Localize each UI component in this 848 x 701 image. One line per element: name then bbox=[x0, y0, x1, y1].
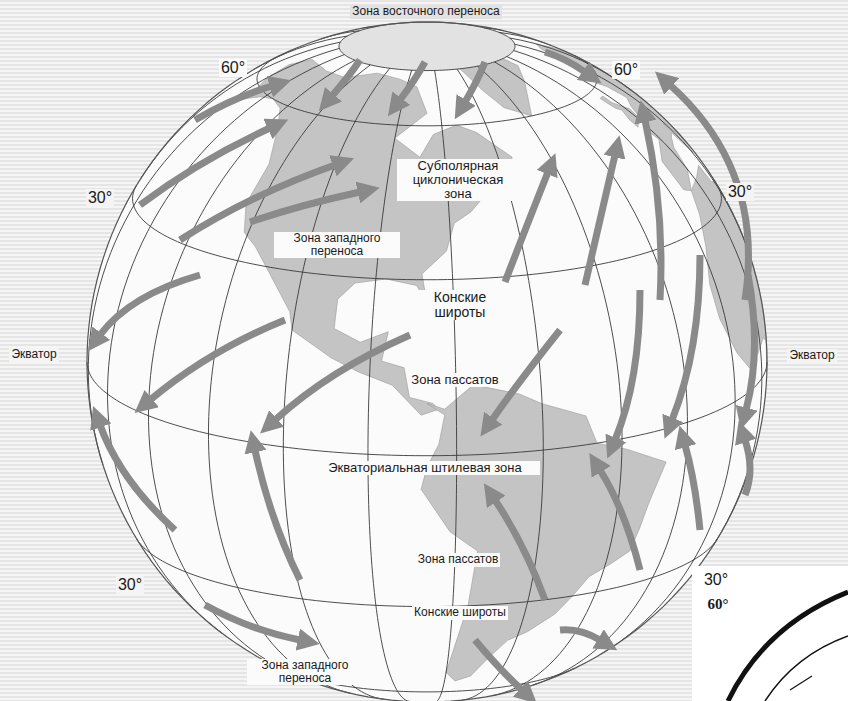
inset-arrow bbox=[790, 676, 812, 690]
wind-arrow bbox=[645, 120, 661, 300]
zone-label: Зона восточного переноса bbox=[350, 5, 501, 18]
globe-sea bbox=[87, 22, 767, 701]
grid-line bbox=[499, 32, 551, 45]
wind-arrow bbox=[685, 445, 700, 530]
wind-arrow bbox=[495, 500, 545, 600]
inset-curve bbox=[765, 636, 848, 701]
zone-label: Зона западного переноса bbox=[247, 659, 363, 685]
continent bbox=[421, 385, 666, 681]
wind-arrow bbox=[332, 60, 360, 96]
grid-line bbox=[141, 42, 341, 179]
zone-label: Зона западного переноса bbox=[274, 232, 400, 258]
wind-arrow bbox=[195, 86, 272, 120]
wind-arrow bbox=[492, 330, 560, 420]
wind-arrow bbox=[746, 275, 755, 410]
wind-arrow bbox=[400, 62, 425, 100]
wind-arrow bbox=[100, 275, 200, 335]
latitude-label: 30° bbox=[702, 571, 730, 589]
grid-line bbox=[208, 65, 370, 693]
zone-label: Зона пассатов bbox=[416, 553, 501, 566]
wind-arrow bbox=[250, 192, 360, 222]
zone-label: Субполярная циклоническая зона bbox=[397, 159, 519, 202]
wind-arrow bbox=[150, 320, 285, 400]
grid-line bbox=[515, 44, 751, 259]
equator-label: Экватор bbox=[9, 348, 58, 361]
inset-ground bbox=[692, 566, 848, 701]
grid-line bbox=[87, 362, 767, 456]
latitude-label: 30° bbox=[116, 576, 144, 594]
grid-line bbox=[514, 51, 762, 546]
wind-arrow bbox=[205, 605, 300, 640]
continents bbox=[228, 44, 767, 681]
graticule bbox=[87, 22, 767, 701]
wind-arrow bbox=[545, 52, 585, 72]
wind-arrow bbox=[140, 128, 270, 205]
wind-arrow bbox=[672, 255, 700, 420]
equator-label: Экватор bbox=[787, 349, 836, 362]
grid-line bbox=[257, 56, 597, 126]
wind-arrow bbox=[560, 630, 600, 640]
wind-arrows bbox=[100, 52, 755, 690]
inset-curve bbox=[728, 592, 848, 701]
grid-line bbox=[254, 36, 347, 69]
latitude-label: 60° bbox=[706, 596, 731, 613]
zone-label: Зона пассатов bbox=[409, 373, 500, 387]
wind-arrow bbox=[465, 62, 485, 102]
wind-arrow bbox=[100, 425, 175, 530]
globe-outline bbox=[87, 22, 767, 701]
continent bbox=[600, 96, 638, 127]
zone-label: Экваториальная штилевая зона bbox=[311, 461, 540, 475]
latitude-label: 30° bbox=[86, 189, 114, 207]
grid-line bbox=[137, 539, 718, 607]
wind-arrow bbox=[275, 335, 410, 420]
wind-arrow bbox=[600, 470, 640, 570]
wind-arrow bbox=[615, 290, 640, 440]
grid-line bbox=[283, 68, 389, 699]
latitude-label: 60° bbox=[219, 59, 247, 77]
wind-arrow bbox=[585, 155, 615, 285]
inset-map bbox=[692, 566, 848, 701]
grid-line bbox=[149, 60, 355, 678]
zone-label: Конские широты bbox=[412, 606, 508, 619]
wind-arrow bbox=[255, 450, 300, 580]
wind-arrow bbox=[475, 640, 522, 690]
latitude-label: 60° bbox=[612, 61, 640, 79]
zone-label: Конские широты bbox=[408, 290, 512, 321]
wind-arrow bbox=[745, 440, 750, 495]
latitude-label: 30° bbox=[726, 183, 754, 201]
